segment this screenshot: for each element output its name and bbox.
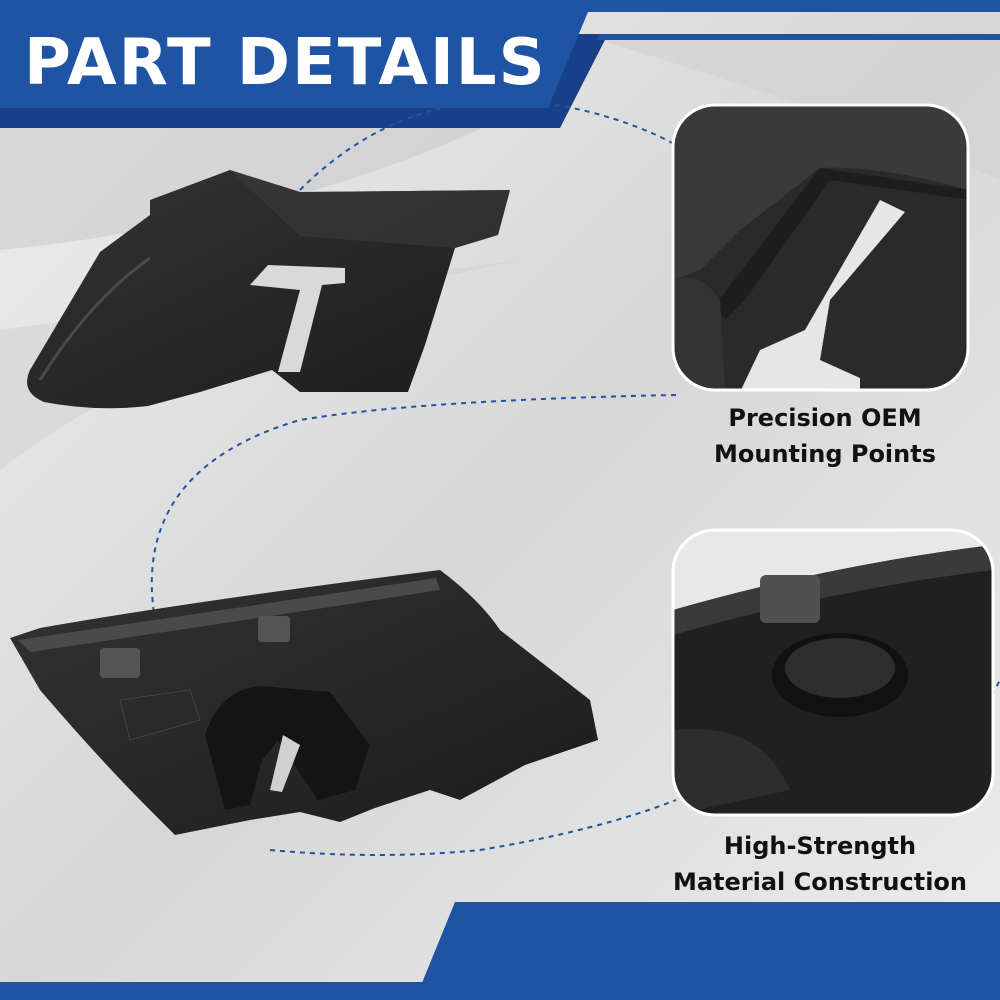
header-banner — [0, 12, 588, 108]
background-swoosh — [600, 40, 1000, 180]
callout-line: Precision OEM — [728, 404, 922, 432]
part-top-view — [27, 170, 510, 409]
footer-banner — [415, 902, 1000, 1000]
footer-band — [0, 982, 1000, 1000]
connector-line — [299, 100, 677, 191]
page-title: PART DETAILS — [24, 26, 547, 100]
header-accent — [596, 34, 1000, 40]
callout-line: High-Strength — [723, 832, 917, 860]
detail-frame-material — [671, 528, 995, 817]
header-band — [0, 0, 1000, 12]
detail-photo-material — [673, 530, 993, 815]
callout-line: Material Construction — [672, 868, 968, 896]
callout-line: Mounting Points — [713, 440, 936, 468]
connector-line — [269, 799, 677, 856]
part-bottom-view — [10, 570, 598, 835]
callout-caption-mounting: Precision OEM Mounting Points — [690, 400, 960, 472]
detail-photo-mounting — [673, 105, 968, 390]
callout-caption-material: High-Strength Material Construction — [660, 828, 980, 900]
detail-frame-mounting — [671, 103, 970, 392]
connector-line — [150, 394, 677, 621]
